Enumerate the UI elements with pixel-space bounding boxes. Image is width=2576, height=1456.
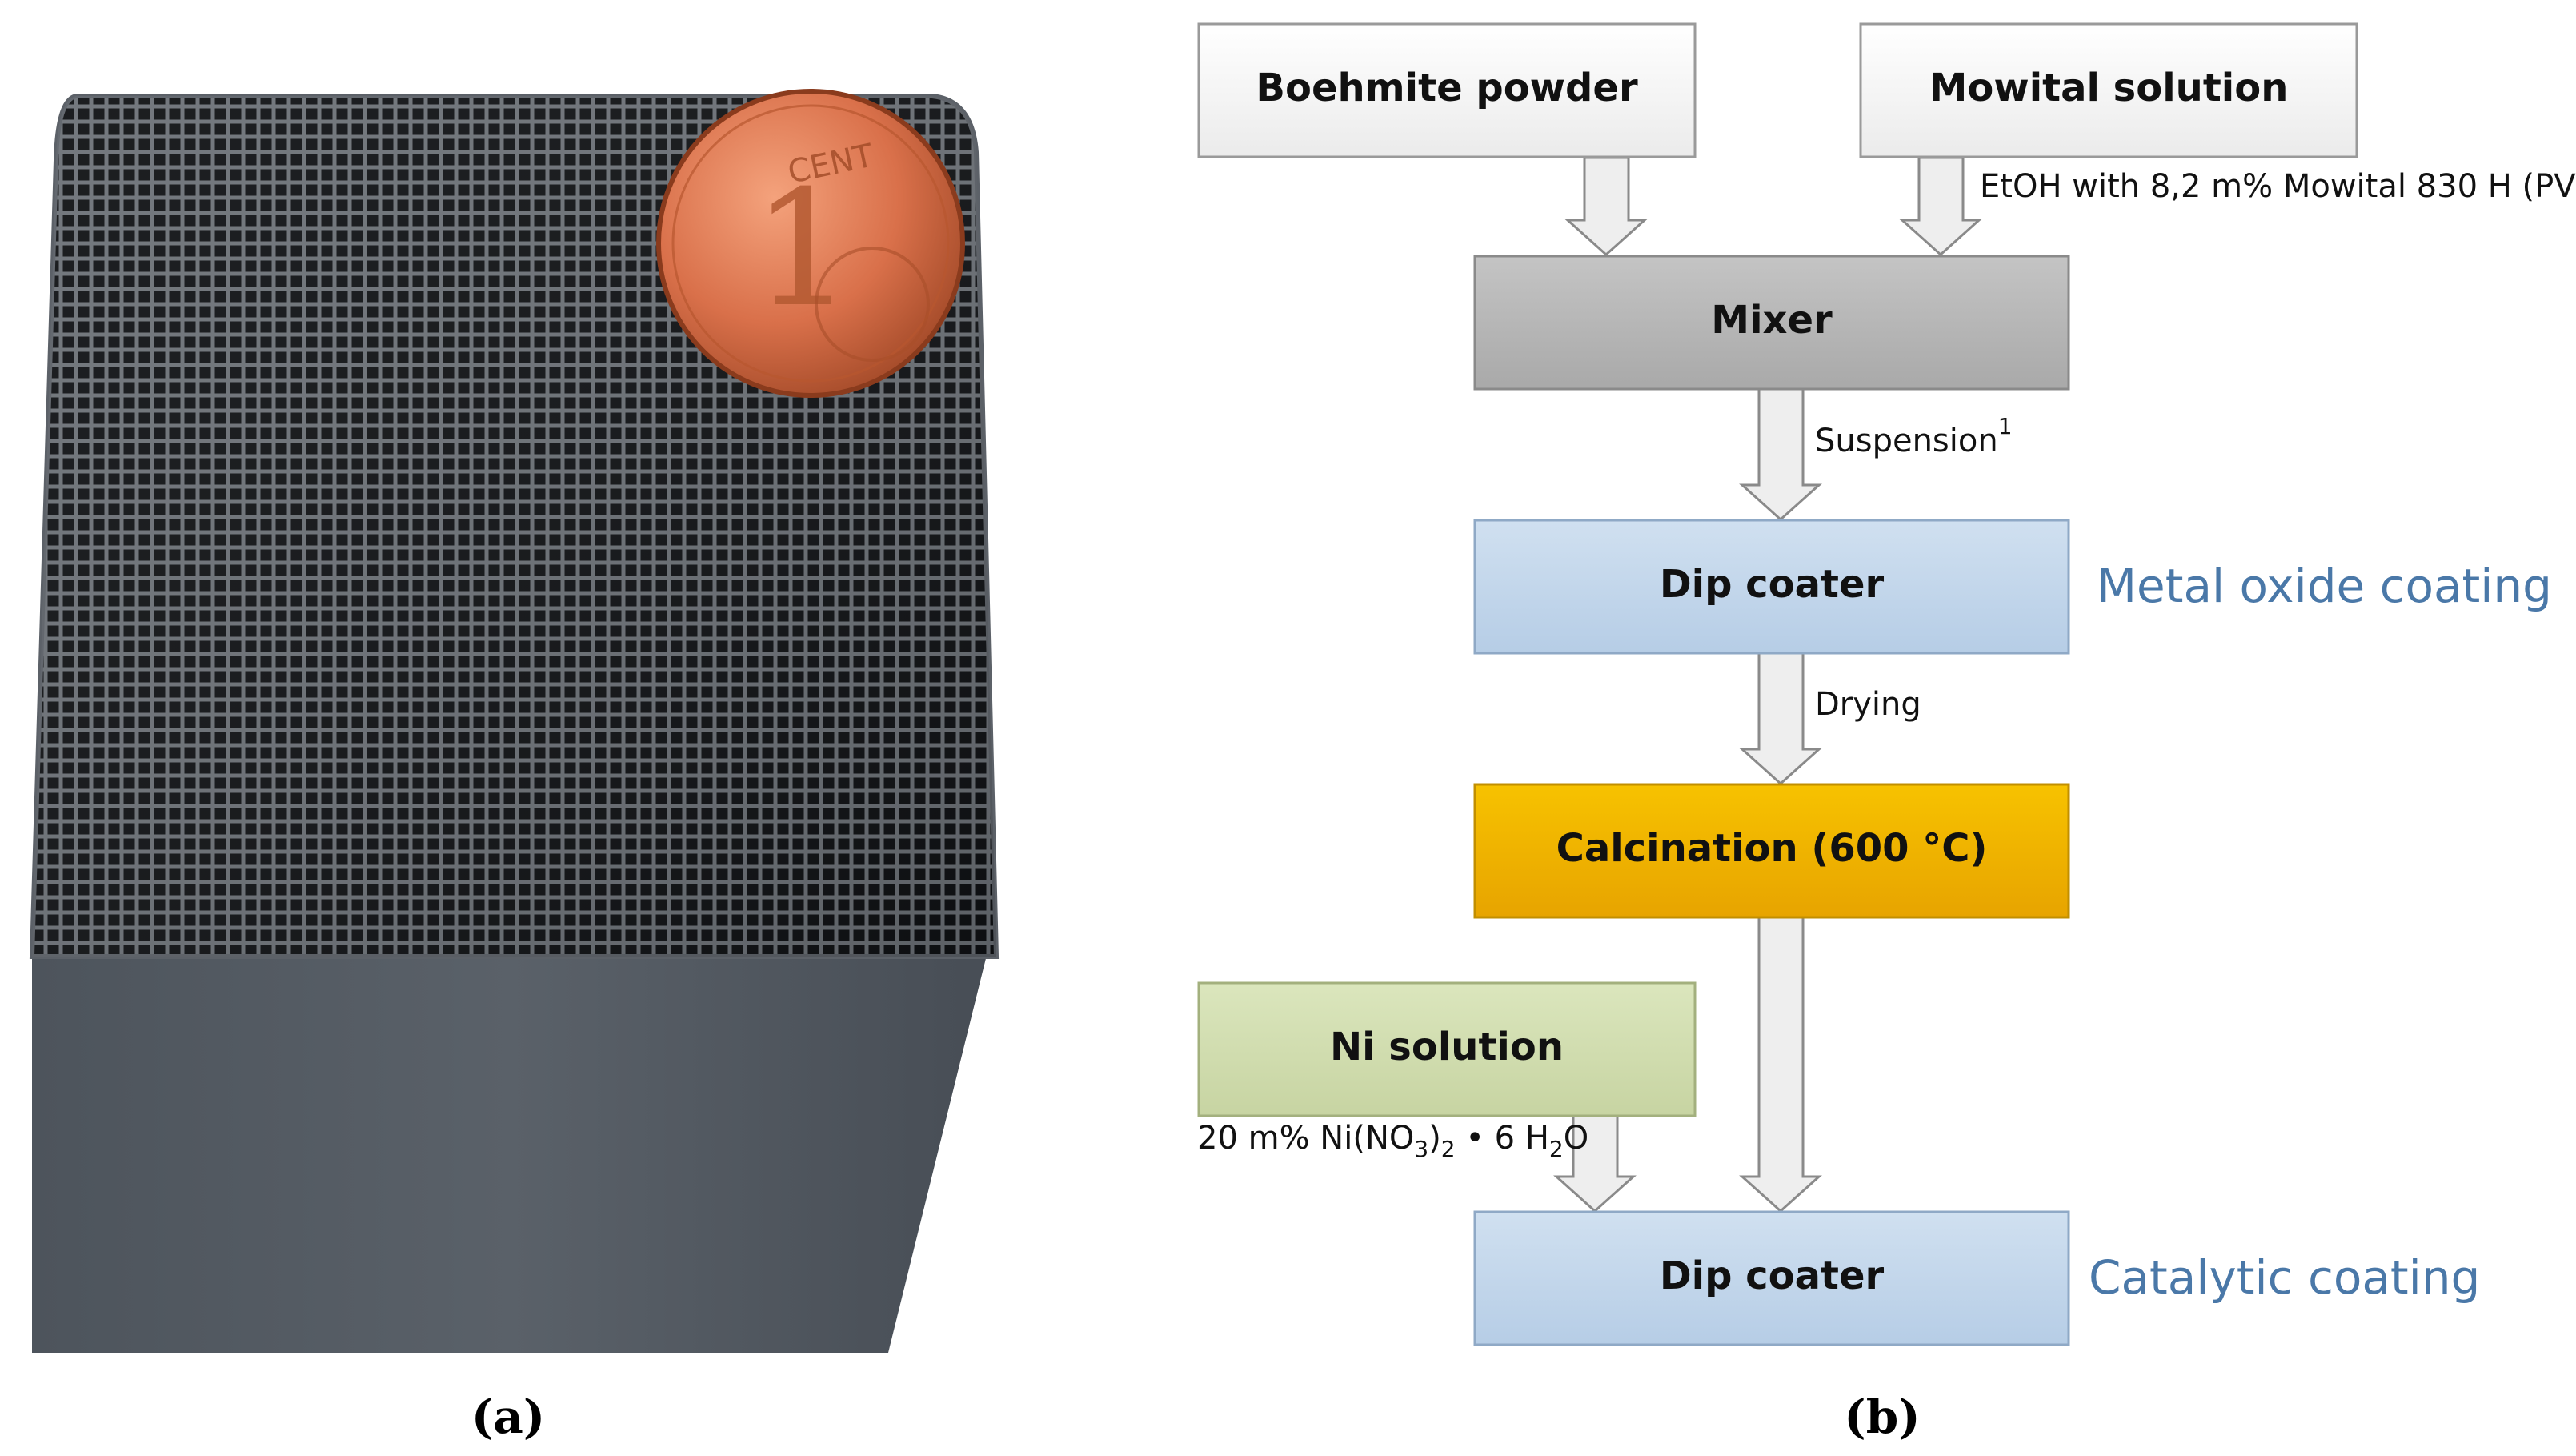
ni-solution-label: Ni solution bbox=[1330, 1025, 1564, 1069]
calcination-label: Calcination (600 °C) bbox=[1556, 826, 1988, 871]
catalytic-coating-label: Catalytic coating bbox=[2089, 1250, 2480, 1305]
arrow-boehmite-to-mixer-icon bbox=[1564, 156, 1648, 257]
mixer-label: Mixer bbox=[1711, 298, 1833, 343]
suspension-superscript: 1 bbox=[1998, 413, 2013, 439]
arrow-dip-coater-to-calcination-icon bbox=[1739, 652, 1822, 786]
suspension-text: Suspension bbox=[1815, 423, 1998, 459]
boehmite-powder-label: Boehmite powder bbox=[1256, 66, 1638, 110]
dip-coater-box-1 bbox=[1473, 519, 2070, 655]
suspension-label: Suspension1 bbox=[1815, 413, 2013, 459]
honeycomb-photo: 1 CENT bbox=[29, 89, 1000, 1353]
mowital-solution-box bbox=[1859, 22, 2358, 158]
metal-oxide-coating-label: Metal oxide coating bbox=[2097, 559, 2552, 613]
arrow-mowital-to-mixer-icon bbox=[1899, 156, 1982, 257]
drying-label: Drying bbox=[1815, 686, 1921, 723]
calcination-box bbox=[1473, 783, 2070, 919]
arrows bbox=[1553, 156, 1982, 1213]
arrow-calcination-to-dip-coater-icon bbox=[1739, 916, 1822, 1213]
ni-solution-box bbox=[1197, 981, 1697, 1117]
process-flow: Boehmite powder Mowital solution EtOH wi… bbox=[1197, 22, 2576, 1346]
ni-note: 20 m% Ni(NO3)2 • 6 H2O bbox=[1197, 1120, 1588, 1162]
mowital-note: EtOH with 8,2 m% Mowital 830 H (PVB) bbox=[1980, 168, 2576, 205]
panel-label-b: (b) bbox=[1844, 1390, 1920, 1444]
monolith-side bbox=[32, 933, 992, 1353]
arrow-mixer-to-dip-coater-icon bbox=[1739, 387, 1822, 522]
dip-coater-label-2: Dip coater bbox=[1660, 1253, 1885, 1298]
boehmite-powder-box bbox=[1197, 22, 1697, 158]
arrow-ni-solution-to-dip-coater-icon bbox=[1553, 1114, 1637, 1213]
dip-coater-label-1: Dip coater bbox=[1660, 562, 1885, 607]
dip-coater-box-2 bbox=[1473, 1210, 2070, 1346]
coin-digit: 1 bbox=[752, 156, 854, 343]
mowital-solution-label: Mowital solution bbox=[1929, 66, 2289, 110]
coin: 1 CENT bbox=[656, 89, 965, 398]
panel-label-a: (a) bbox=[471, 1390, 545, 1444]
mixer-box bbox=[1473, 255, 2070, 391]
